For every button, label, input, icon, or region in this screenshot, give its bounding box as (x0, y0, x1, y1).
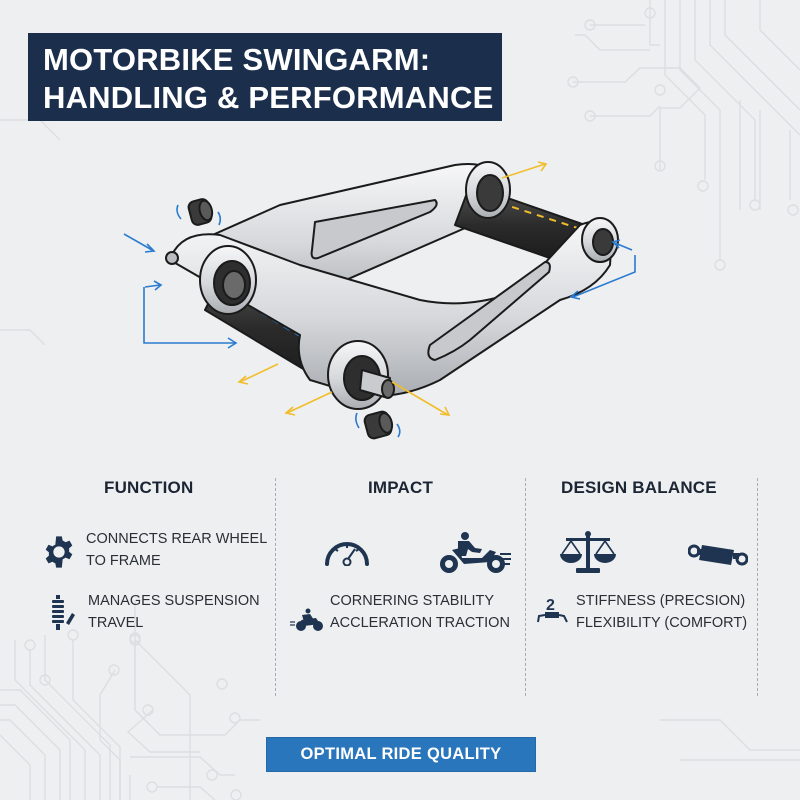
column-divider (275, 478, 276, 696)
small-motorcycle-icon (290, 608, 323, 631)
svg-text:2: 2 (546, 597, 555, 614)
design-balance-heading: DESIGN BALANCE (561, 478, 717, 497)
optimal-ride-quality-button[interactable]: OPTIMAL RIDE QUALITY (266, 737, 536, 772)
column-divider (525, 478, 526, 696)
impact-column: IMPACT CORNERING STABILITY ACCL (280, 470, 525, 700)
function-item-1: CONNECTS REAR WHEEL TO FRAME (86, 531, 268, 569)
design-balance-column: DESIGN BALANCE 2 STIFFNESS (P (530, 470, 757, 700)
motorcycle-rider-icon (440, 532, 511, 573)
impact-item-1: CORNERING STABILITY ACCLERATION TRACTION (330, 593, 510, 631)
function-heading: FUNCTION (104, 478, 194, 497)
damper-cylinder-icon (688, 544, 748, 566)
bridge-load-icon: 2 (537, 597, 568, 623)
gear-icon (45, 536, 73, 568)
impact-heading: IMPACT (368, 478, 434, 497)
column-divider (757, 478, 758, 696)
page-title: MOTORBIKE SWINGARM: HANDLING & PERFORMAN… (28, 33, 502, 121)
title-line-1: MOTORBIKE SWINGARM: (43, 42, 431, 77)
speedometer-icon (325, 542, 369, 566)
function-column: FUNCTION CONNECTS REAR WHEEL TO FRAME MA… (20, 470, 275, 700)
title-line-2: HANDLING & PERFORMANCE (43, 80, 494, 115)
shock-absorber-icon (52, 595, 75, 630)
function-item-2: MANAGES SUSPENSION TRAVEL (88, 593, 260, 631)
balance-scale-icon (560, 531, 616, 573)
design-balance-item-1: STIFFNESS (PRECSION) FLEXIBILITY (COMFOR… (576, 593, 748, 631)
swingarm-illustration (123, 161, 636, 440)
